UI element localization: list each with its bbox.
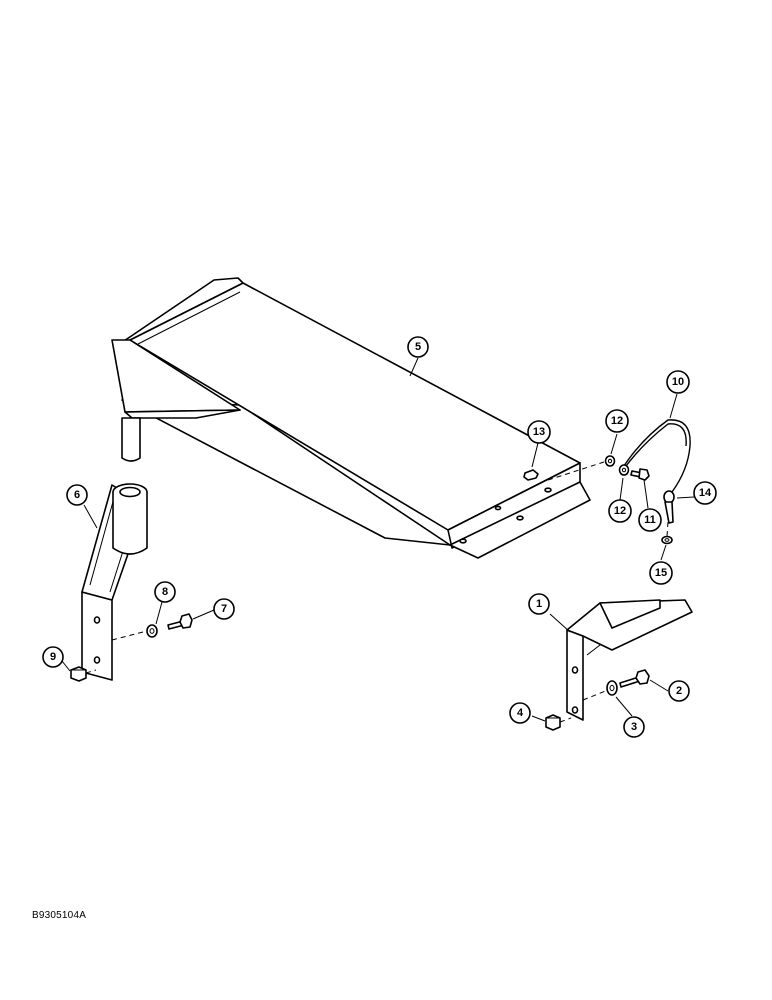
callout-label: 4	[517, 707, 524, 719]
callout-label: 15	[655, 567, 667, 579]
callout-label: 9	[50, 651, 56, 663]
washer-8	[146, 624, 158, 638]
callout-label: 3	[631, 721, 637, 733]
washer-3	[606, 680, 618, 696]
callout-label: 2	[676, 685, 682, 697]
callout-3: 3	[623, 716, 645, 738]
callout-label: 10	[672, 376, 684, 388]
clip-15	[661, 535, 673, 545]
bolt-7	[167, 613, 193, 630]
callout-label: 14	[699, 487, 712, 499]
callout-6: 6	[66, 484, 88, 506]
callout-15: 15	[649, 561, 673, 585]
callout-label: 13	[533, 426, 545, 438]
callout-5: 5	[407, 336, 429, 358]
callout-9: 9	[42, 646, 64, 668]
nut-4	[545, 714, 561, 731]
callout-label: 8	[162, 586, 168, 598]
callout-8: 8	[154, 581, 176, 603]
leader-lines	[61, 357, 695, 722]
nut-13	[523, 469, 539, 481]
callout-4: 4	[509, 702, 531, 724]
callout-label: 1	[536, 598, 542, 610]
drawing-code: B9305104A	[32, 910, 87, 921]
callout-12-upper: 12	[605, 409, 629, 433]
callout-14: 14	[693, 481, 717, 505]
bolt-2	[619, 669, 650, 688]
callout-label: 12	[611, 415, 623, 427]
callout-10: 10	[666, 370, 690, 394]
washer-12-upper	[604, 455, 616, 467]
callout-label: 7	[221, 603, 227, 615]
left-bracket	[81, 483, 148, 681]
callout-7: 7	[213, 598, 235, 620]
callout-12-lower: 12	[608, 499, 632, 523]
assembly-lines	[85, 461, 669, 723]
callout-label: 11	[644, 514, 656, 526]
nut-9	[70, 666, 87, 682]
callout-2: 2	[668, 680, 690, 702]
washer-12-lower	[618, 464, 630, 476]
lanyard-10	[619, 419, 691, 493]
right-bracket	[566, 599, 693, 721]
bolt-11	[630, 468, 650, 481]
callout-1: 1	[528, 593, 550, 615]
pin-14	[663, 490, 675, 524]
callout-label: 12	[614, 505, 626, 517]
callout-label: 5	[415, 341, 421, 353]
callout-11: 11	[638, 508, 662, 532]
main-tray	[111, 277, 591, 559]
callout-13: 13	[527, 420, 551, 444]
callout-label: 6	[74, 489, 80, 501]
